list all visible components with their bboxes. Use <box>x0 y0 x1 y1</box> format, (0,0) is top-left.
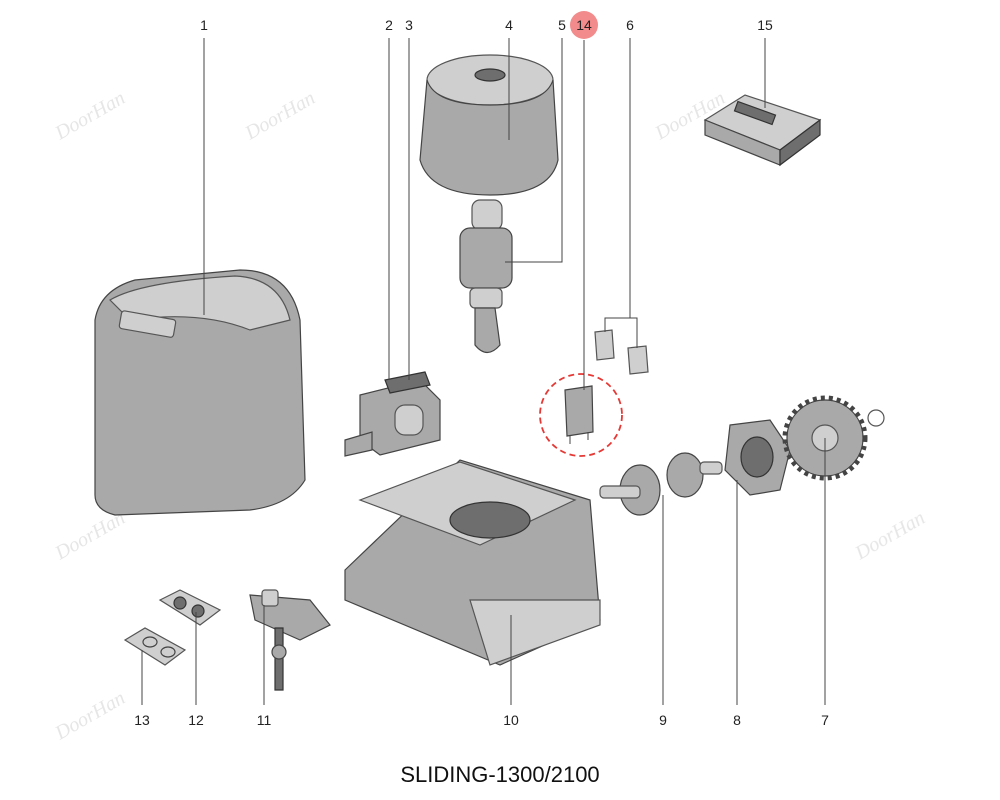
part-4-motor-housing <box>419 54 559 196</box>
callout-13: 13 <box>134 712 150 728</box>
watermark-brand: DoorHan <box>51 87 129 145</box>
callout-9: 9 <box>659 712 667 728</box>
callout-15: 15 <box>757 17 773 33</box>
part-9-gear-shaft <box>599 452 723 516</box>
part-14-bracket <box>539 373 623 457</box>
callout-1: 1 <box>200 17 208 33</box>
part-6-brushes <box>594 329 649 375</box>
callout-6: 6 <box>626 17 634 33</box>
part-1-cover <box>94 269 306 516</box>
part-7-drive-gear <box>782 395 885 481</box>
callout-10: 10 <box>503 712 519 728</box>
callout-14: 14 <box>576 17 592 33</box>
leader-lines <box>141 38 826 705</box>
callout-11: 11 <box>257 712 272 728</box>
callout-5: 5 <box>558 17 566 33</box>
watermark-brand: DoorHan <box>241 87 319 145</box>
watermark-brand: DoorHan <box>851 507 929 565</box>
highlight-circle <box>539 373 623 457</box>
callout-2: 2 <box>385 17 393 33</box>
callout-4: 4 <box>505 17 513 33</box>
callout-7: 7 <box>821 712 829 728</box>
part-8-flange <box>724 419 791 496</box>
part-2-3-switch <box>344 371 441 457</box>
callout-labels: 1 2 3 4 5 14 6 15 7 8 9 10 11 12 13 <box>134 11 829 728</box>
watermark-brand: DoorHan <box>51 507 129 565</box>
callout-3: 3 <box>405 17 413 33</box>
watermark-brand: DoorHan <box>51 687 129 745</box>
callout-14-badge <box>570 11 598 39</box>
callout-8: 8 <box>733 712 741 728</box>
part-13-magnet-plate <box>123 627 187 666</box>
callout-12: 12 <box>188 712 204 728</box>
part-15-control-board <box>703 94 822 167</box>
part-11-release-lock <box>249 589 331 691</box>
part-12-magnet-holder <box>158 589 222 626</box>
part-10-base <box>344 459 601 666</box>
diagram-title: SLIDING-1300/2100 <box>400 762 599 787</box>
part-5-rotor <box>459 199 513 354</box>
